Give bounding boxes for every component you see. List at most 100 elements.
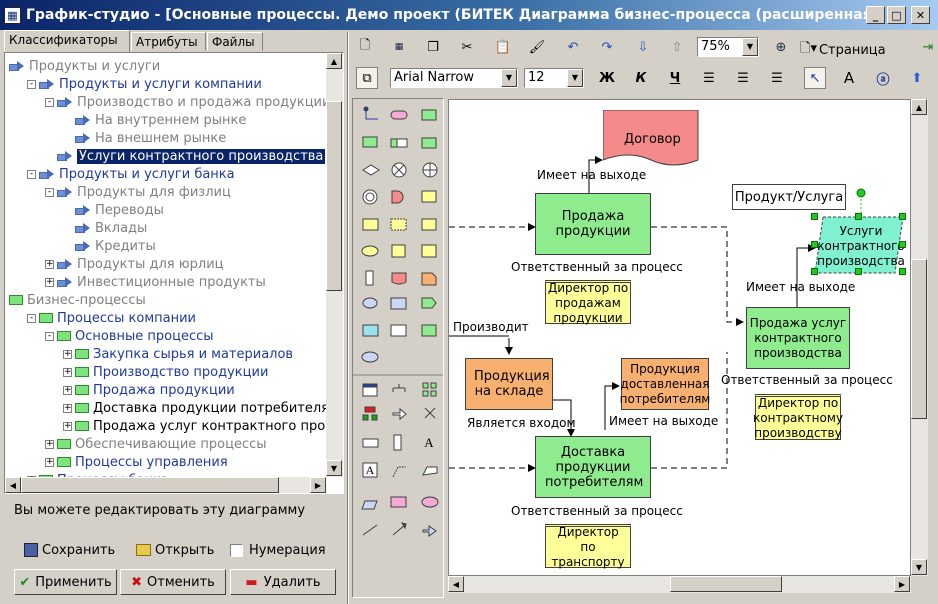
copy-icon[interactable]: ❐ — [427, 39, 439, 55]
exit-icon[interactable]: ⇥ — [922, 39, 934, 55]
node-services[interactable]: Услуги контрактного производства — [817, 220, 905, 272]
node-director-contract[interactable]: Директор по контрактному производству — [753, 394, 843, 440]
tree-item[interactable]: +Продажа продукции — [63, 381, 235, 399]
tree-item[interactable]: Вклады — [63, 219, 147, 237]
expand-icon[interactable]: + — [63, 348, 72, 359]
expand-icon[interactable]: + — [63, 384, 72, 395]
chevron-down-icon[interactable]: ▼ — [742, 38, 758, 56]
text-tool-button[interactable]: A — [838, 67, 860, 89]
classifier-tree[interactable]: Продукты и услуги-Продукты и услуги комп… — [4, 52, 344, 494]
resize-handle[interactable] — [811, 213, 818, 220]
scroll-right-icon[interactable]: ▶ — [894, 576, 910, 592]
tree-item[interactable]: Переводы — [63, 201, 164, 219]
collapse-icon[interactable]: - — [27, 313, 36, 323]
resize-handle[interactable] — [899, 213, 906, 220]
collapse-icon[interactable]: - — [45, 331, 54, 341]
scroll-down-icon[interactable]: ▼ — [326, 460, 342, 476]
node-director-sales[interactable]: Директор по продажам продукции — [545, 280, 631, 325]
save-button[interactable]: Сохранить — [24, 541, 115, 559]
chevron-down-icon[interactable]: ▼ — [567, 69, 583, 87]
tree-item[interactable]: -Процессы компании — [27, 309, 196, 327]
node-contract[interactable]: Договор — [624, 132, 681, 147]
scroll-thumb[interactable] — [326, 101, 342, 291]
expand-icon[interactable]: + — [63, 366, 72, 377]
italic-button[interactable]: К — [630, 67, 652, 89]
tree-item[interactable]: +Доставка продукции потребителям — [63, 399, 339, 417]
node-sales[interactable]: Продажа продукции — [535, 193, 651, 255]
shape-palette-icons[interactable]: A A — [353, 99, 443, 599]
format-brush-icon[interactable]: 🖌 — [528, 39, 546, 55]
node-stock[interactable]: Продукция на складе — [465, 358, 553, 410]
import-icon[interactable]: ⇩ — [637, 39, 649, 55]
tree-item[interactable]: -Основные процессы — [45, 327, 214, 345]
tree-item[interactable]: +Производство продукции — [63, 363, 268, 381]
grid-icon[interactable]: ▦ — [394, 42, 404, 52]
scroll-up-icon[interactable]: ▲ — [911, 99, 927, 115]
chevron-down-icon[interactable]: ▼ — [501, 69, 517, 87]
scroll-thumb[interactable] — [670, 576, 782, 592]
minimize-button[interactable]: _ — [866, 6, 885, 24]
export-icon[interactable]: ⇧ — [671, 39, 683, 55]
resize-handle[interactable] — [855, 268, 862, 275]
tree-item[interactable]: Продукты и услуги — [9, 57, 160, 75]
tab-attributes[interactable]: Атрибуты — [131, 32, 206, 51]
paste-icon[interactable]: 📋 — [494, 39, 512, 55]
collapse-icon[interactable]: - — [27, 169, 36, 179]
cut-icon[interactable]: ✂ — [461, 39, 473, 55]
node-delivered[interactable]: Продукция доставленная потребителям — [620, 358, 710, 410]
node-product-service[interactable]: Продукт/Услуга — [732, 184, 846, 210]
resize-handle[interactable] — [855, 213, 862, 220]
tree-item[interactable]: +Продажа услуг контрактного произв — [63, 417, 343, 435]
collapse-icon[interactable]: - — [27, 79, 36, 89]
tree-item[interactable]: +Обеспечивающие процессы — [45, 435, 267, 453]
open-button[interactable]: Открыть — [136, 541, 214, 559]
tab-files[interactable]: Файлы — [207, 32, 263, 51]
expand-icon[interactable]: + — [63, 402, 72, 413]
tree-item[interactable]: +Инвестиционные продукты — [45, 273, 266, 291]
tree-item[interactable]: +Продукты для юрлиц — [45, 255, 224, 273]
collapse-icon[interactable]: - — [45, 97, 54, 107]
expand-icon[interactable]: + — [63, 420, 72, 431]
scroll-down-icon[interactable]: ▼ — [911, 559, 927, 575]
resize-handle[interactable] — [811, 241, 818, 248]
tree-item[interactable]: +Процессы управления — [45, 453, 228, 471]
tree-item[interactable]: -Продукты и услуги банка — [27, 165, 235, 183]
pointer-icon[interactable]: ↖ — [804, 67, 826, 89]
undo-icon[interactable]: ↶ — [567, 39, 579, 55]
arrow-up-icon[interactable]: ⬆ — [911, 70, 923, 86]
node-director-transport[interactable]: Директор по транспорту — [545, 524, 631, 569]
cancel-button[interactable]: ✖Отменить — [120, 569, 226, 595]
expand-icon[interactable]: + — [45, 276, 54, 287]
apply-button[interactable]: ✔Применить — [14, 569, 117, 595]
tab-classifiers[interactable]: Классификаторы — [4, 30, 130, 52]
tree-item[interactable]: На внутреннем рынке — [63, 111, 246, 129]
tree-item[interactable]: Бизнес-процессы — [9, 291, 146, 309]
tree-item[interactable]: +Закупка сырья и материалов — [63, 345, 293, 363]
scroll-left-icon[interactable]: ◀ — [5, 477, 21, 493]
tree-vertical-scrollbar[interactable]: ▲ ▼ — [326, 53, 343, 477]
delete-button[interactable]: ▬Удалить — [230, 569, 336, 595]
zoom-select[interactable]: 75%▼ — [697, 37, 759, 57]
scroll-right-icon[interactable]: ▶ — [310, 477, 326, 493]
title-bar[interactable]: График-студио - [Основные процессы. Демо… — [0, 0, 938, 30]
diagram-canvas[interactable]: Договор Имеет на выходе Продажа продукци… — [448, 99, 911, 576]
tree-item[interactable]: Услуги контрактного производства — [45, 147, 326, 165]
hierarchy-icon[interactable]: ⧉ — [356, 67, 378, 89]
redo-icon[interactable]: ↷ — [601, 39, 613, 55]
canvas-vertical-scrollbar[interactable]: ▲ ▼ — [911, 99, 928, 576]
align-right-icon[interactable]: ☰ — [771, 70, 783, 86]
scroll-up-icon[interactable]: ▲ — [326, 53, 342, 69]
node-delivery[interactable]: Доставка продукции потребителям — [535, 436, 651, 498]
expand-icon[interactable]: + — [45, 456, 54, 467]
size-select[interactable]: 12▼ — [524, 68, 584, 88]
close-button[interactable]: ✕ — [911, 6, 930, 24]
new-document-icon[interactable]: 🗋 — [359, 38, 371, 53]
scroll-thumb[interactable] — [21, 477, 279, 493]
collapse-icon[interactable]: - — [45, 187, 54, 197]
tree-item[interactable]: На внешнем рынке — [63, 129, 226, 147]
resize-handle[interactable] — [899, 241, 906, 248]
expand-icon[interactable]: + — [45, 438, 54, 449]
align-left-icon[interactable]: ☰ — [703, 70, 715, 86]
page-button[interactable]: 🗋▾Страница — [800, 39, 886, 61]
tree-item[interactable]: -Производство и продажа продукции — [45, 93, 330, 111]
